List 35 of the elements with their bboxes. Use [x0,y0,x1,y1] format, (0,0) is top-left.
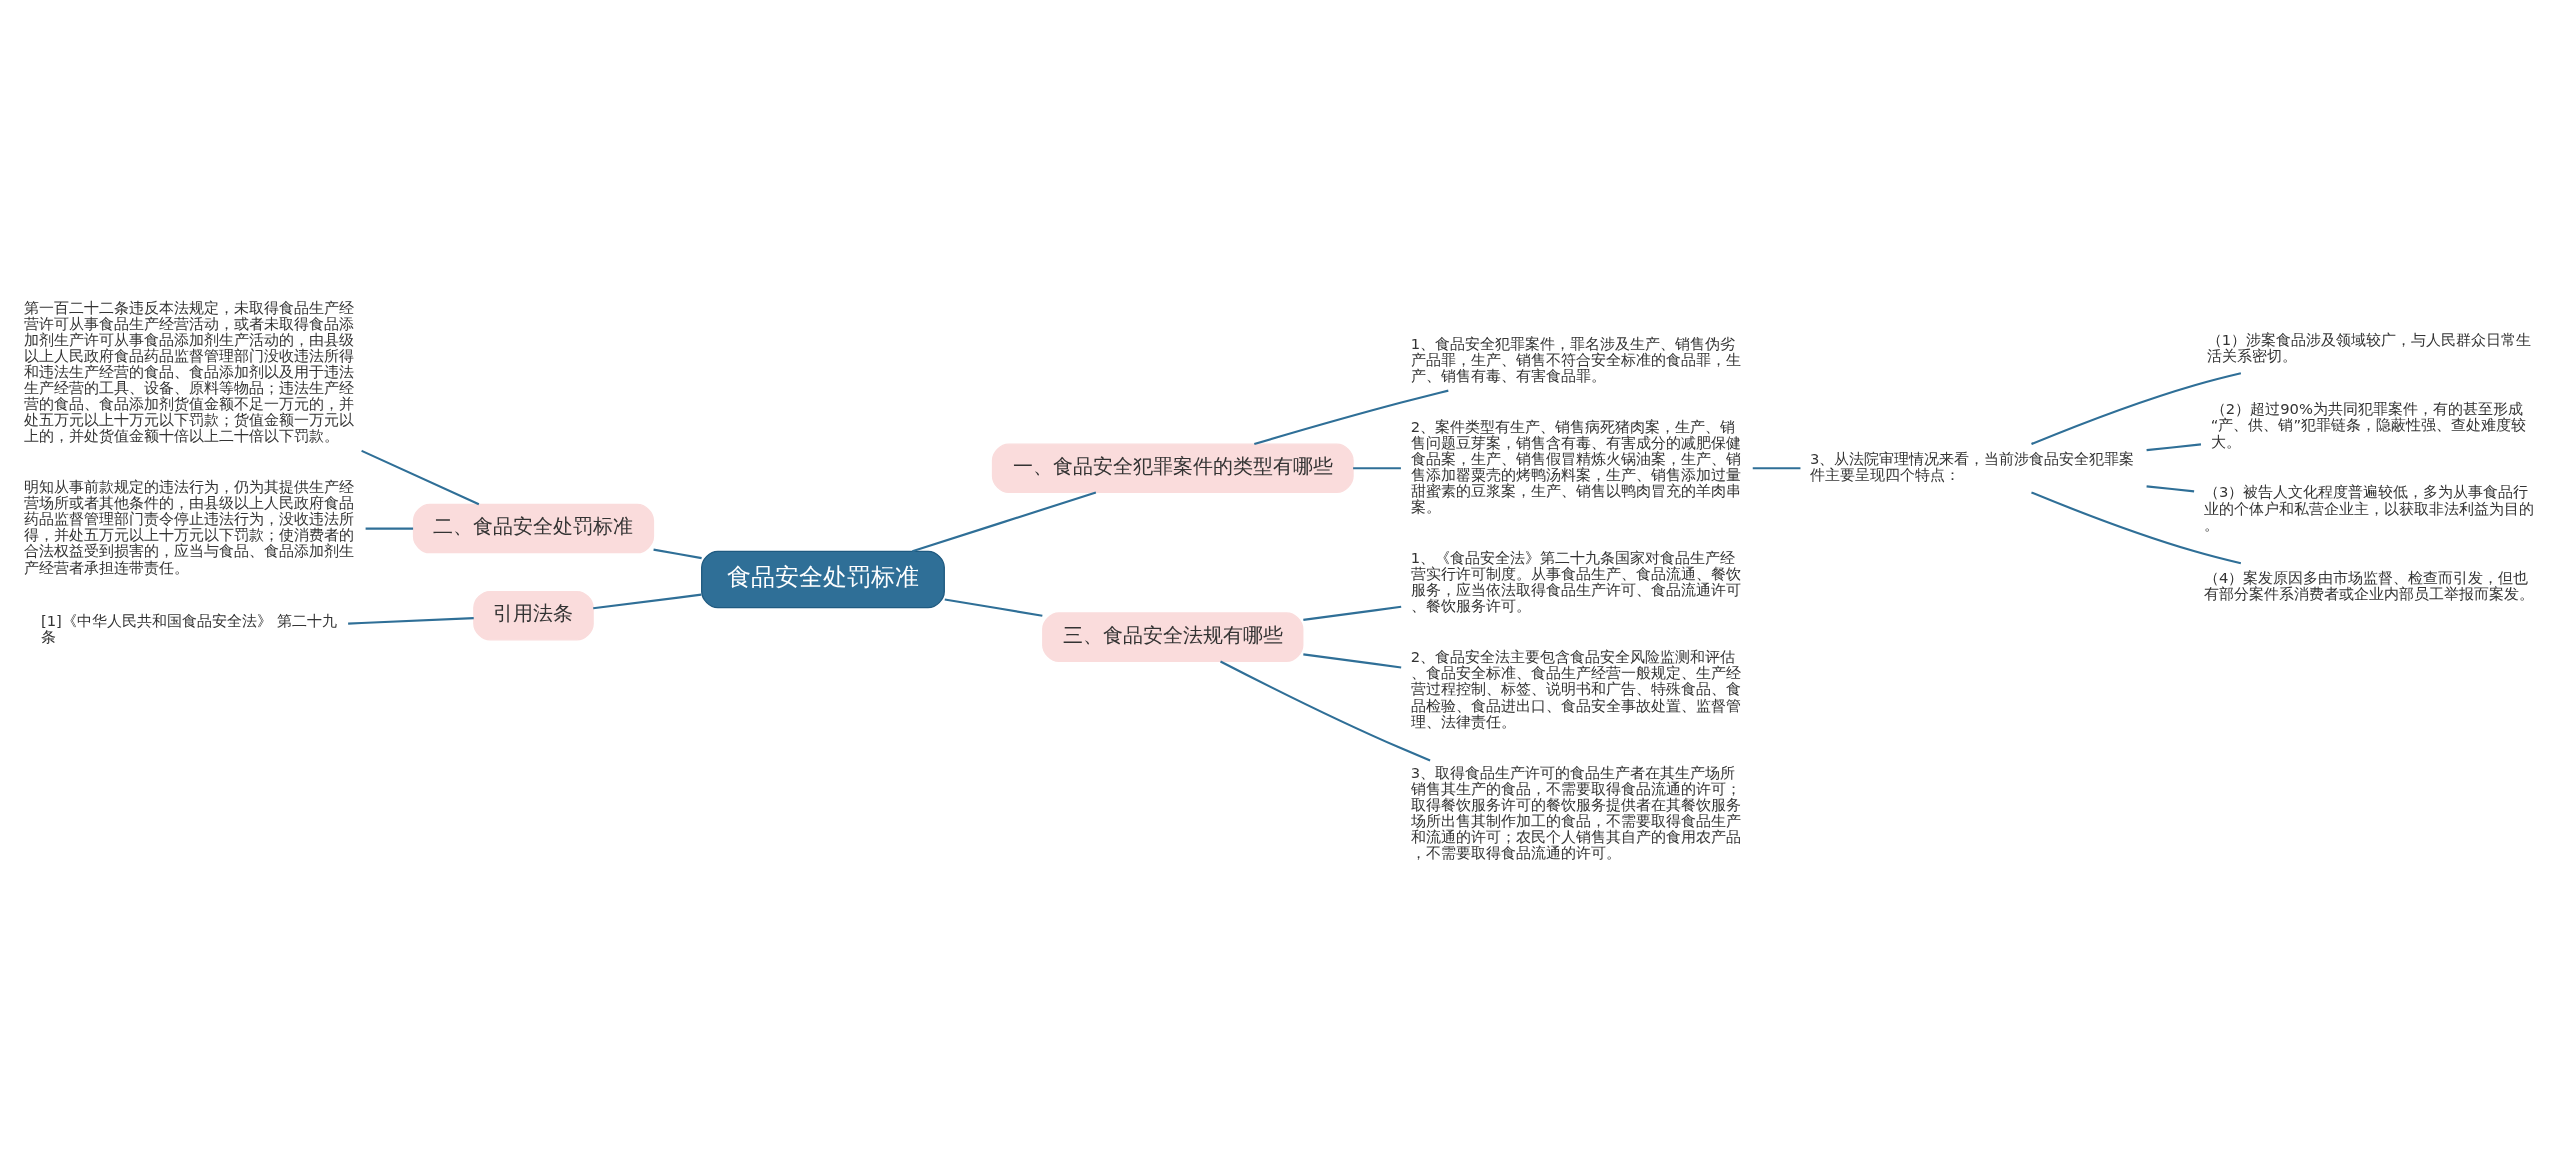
connector [2146,484,2195,492]
connector [348,616,474,625]
connector [944,597,1043,617]
node-text: 明知从事前款规定的违法行为，仍为其提供生产经营场所或者其他条件的，由县级以上人民政府食品药品监督管理部门责令停止违法行为，没收违法所得，并处五万元以上十万元以下罚款；使消费者的合法权益受到损害的，应当与食品、食品添加剂生产经营者承担连带责任。 [23,477,354,576]
connector [1752,466,1801,469]
connector [912,490,1097,552]
connector [2146,442,2202,451]
connector [2031,371,2242,445]
node-text: （2）超过90%为共同犯罪案件，有的甚至形成“产、供、销”犯罪链条，隐蔽性强、查处难度较大。 [2210,399,2527,450]
node-text: [1]《中华人民共和国食品安全法》 第二十九条 [40,611,337,645]
node-text: （1）涉案食品涉及领域较广，与人民群众日常生活关系密切。 [2206,330,2532,364]
node-text: 2、食品安全法主要包含食品安全风险监测和评估、食品安全标准、食品生产经营一般规定、生产经营过程控制、标签、说明书和广告、特殊食品、食品检验、食品进出口、食品安全事故处置、监督管理、法律责任。 [1410,647,1741,730]
node-box: 三、食品安全法规有哪些 [1042,611,1304,662]
node-text: 3、从法院审理情况来看，当前涉食品安全犯罪案件主要呈现四个特点： [1810,449,2135,483]
node-box: 食品安全处罚标准 [701,550,945,608]
connector [653,548,702,559]
node-text: 1、《食品安全法》第二十九条国家对食品生产经营实行许可制度。从事食品生产、食品流通、餐饮服务，应当依法取得食品生产许可、食品流通许可、餐饮服务许可。 [1410,548,1741,614]
node-text: 3、取得食品生产许可的食品生产者在其生产场所销售其生产的食品，不需要取得食品流通的许可；取得餐饮服务许可的餐饮服务提供者在其餐饮服务场所出售其制作加工的食品，不需要取得食品生产和流通的许可；农民个人销售其自产的食用农产品，不需要取得食品流通的许可。 [1410,763,1741,861]
node-text: 2、案件类型有生产、销售病死猪肉案，生产、销售问题豆芽案，销售含有毒、有害成分的减肥保健食品案，生产、销售假冒精炼火锅油案，生产、销售添加罂粟壳的烤鸭汤料案，生产、销售添加过量甜蜜素的豆浆案，生产、销售以鸭肉冒充的羊肉串案。 [1410,417,1741,515]
connector [1353,466,1401,469]
connector [365,527,414,530]
connector [1254,389,1449,445]
connector [2031,490,2242,564]
node-text: （4）案发原因多由市场监督、检查而引发，但也有部分案件系消费者或企业内部员工举报而案发。 [2204,568,2535,602]
node-box: 引用法条 [473,590,594,640]
node-box: 一、食品安全犯罪案件的类型有哪些 [991,442,1354,493]
node-text: （3）被告人文化程度普遍较低，多为从事食品行业的个体户和私营企业主，以获取非法利益为目的。 [2204,482,2535,533]
connector [593,593,702,609]
connector [1303,652,1402,668]
node-text: 1、食品安全犯罪案件，罪名涉及生产、销售伪劣产品罪，生产、销售不符合安全标准的食品罪，生产、销售有毒、有害食品罪。 [1410,334,1741,384]
connector [1220,660,1431,761]
connector [1303,605,1402,621]
connector [361,449,480,505]
node-text: 第一百二十二条违反本法规定，未取得食品生产经营许可从事食品生产经营活动，或者未取得食品添加剂生产许可从事食品添加剂生产活动的，由县级以上人民政府食品药品监督管理部门没收违法所得和违法生产经营的食品、食品添加剂以及用于违法生产经营的工具、设备、原料等物品；违法生产经营的食品、食品添加剂货值金额不足一万元的，并处五万元以上十万元以下罚款；货值金额一万元以上的，并处货值金额十倍以上二十倍以下罚款。 [23,298,354,444]
node-box: 二、食品安全处罚标准 [412,503,655,553]
